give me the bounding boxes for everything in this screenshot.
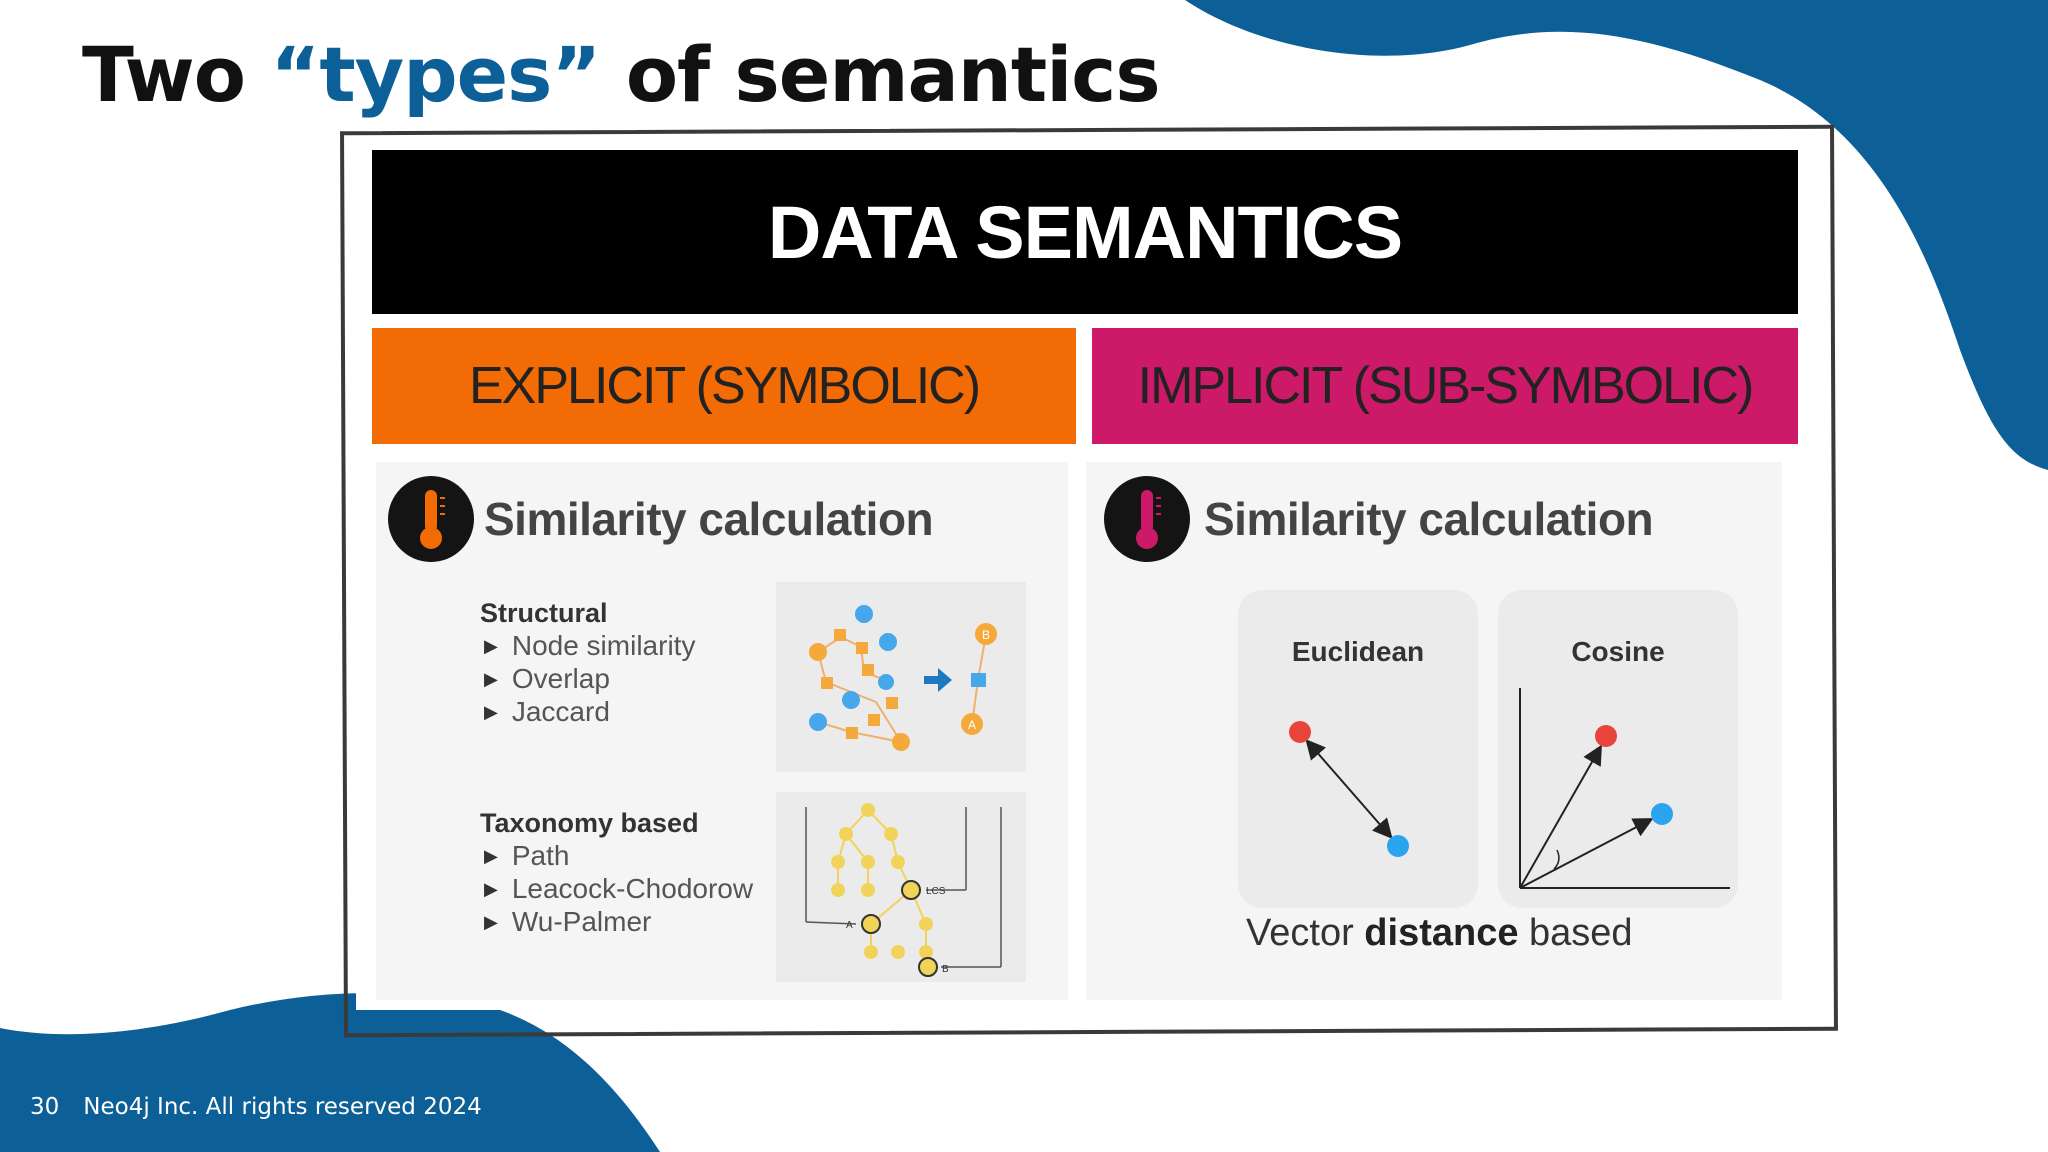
list-item: ▶Overlap (484, 663, 610, 694)
slide-footer: 30 Neo4j Inc. All rights reserved 2024 (30, 1094, 482, 1120)
taxonomy-node-b-label: B (942, 964, 949, 975)
euclidean-box: Euclidean (1238, 590, 1478, 908)
structural-title: Structural (480, 598, 608, 628)
thermometer-icon (1104, 476, 1190, 562)
explicit-heading: EXPLICIT (SYMBOLIC) (372, 328, 1076, 444)
euclidean-diagram (1289, 721, 1409, 857)
slide-title: Two “types” of semantics (82, 30, 1161, 119)
figure-banner: DATA SEMANTICS (372, 150, 1798, 314)
implicit-card: Similarity calculation Euclidean Cosine (1086, 462, 1782, 1000)
cosine-diagram (1519, 688, 1730, 889)
taxonomy-title: Taxonomy based (480, 808, 699, 838)
cosine-box: Cosine (1498, 590, 1738, 908)
title-accent-word: “types” (270, 30, 601, 119)
taxonomy-node-a-label: A (846, 920, 853, 931)
explicit-card-title: Similarity calculation (484, 493, 934, 545)
cosine-label: Cosine (1571, 636, 1665, 667)
lcs-label: LCS (926, 886, 946, 897)
graph-node-b-label: B (982, 628, 990, 642)
copyright-text: Neo4j Inc. All rights reserved 2024 (83, 1094, 482, 1120)
euclidean-label: Euclidean (1291, 636, 1425, 667)
taxonomy-tree-thumbnail: LCS A B (776, 792, 1026, 982)
list-item: ▶Wu-Palmer (484, 906, 652, 937)
data-semantics-figure: DATA SEMANTICS EXPLICIT (SYMBOLIC) IMPLI… (356, 140, 1812, 1010)
list-item: ▶Leacock-Chodorow (484, 873, 754, 904)
list-item: ▶Jaccard (484, 696, 610, 727)
list-item: ▶Node similarity (484, 630, 696, 661)
page-number: 30 (30, 1094, 60, 1120)
implicit-card-title: Similarity calculation (1204, 493, 1654, 545)
implicit-heading: IMPLICIT (SUB-SYMBOLIC) (1092, 328, 1798, 444)
list-item: ▶Path (484, 840, 570, 871)
graph-node-a-label: A (968, 718, 976, 732)
structural-graph-thumbnail: B A (776, 582, 1026, 772)
thermometer-icon (388, 476, 474, 562)
top-right-blob (1185, 0, 2048, 470)
explicit-card: Similarity calculation Structural ▶Node … (376, 462, 1068, 1000)
vector-distance-caption: Vector distance based (1246, 912, 1633, 954)
bottom-left-blob (0, 993, 660, 1152)
